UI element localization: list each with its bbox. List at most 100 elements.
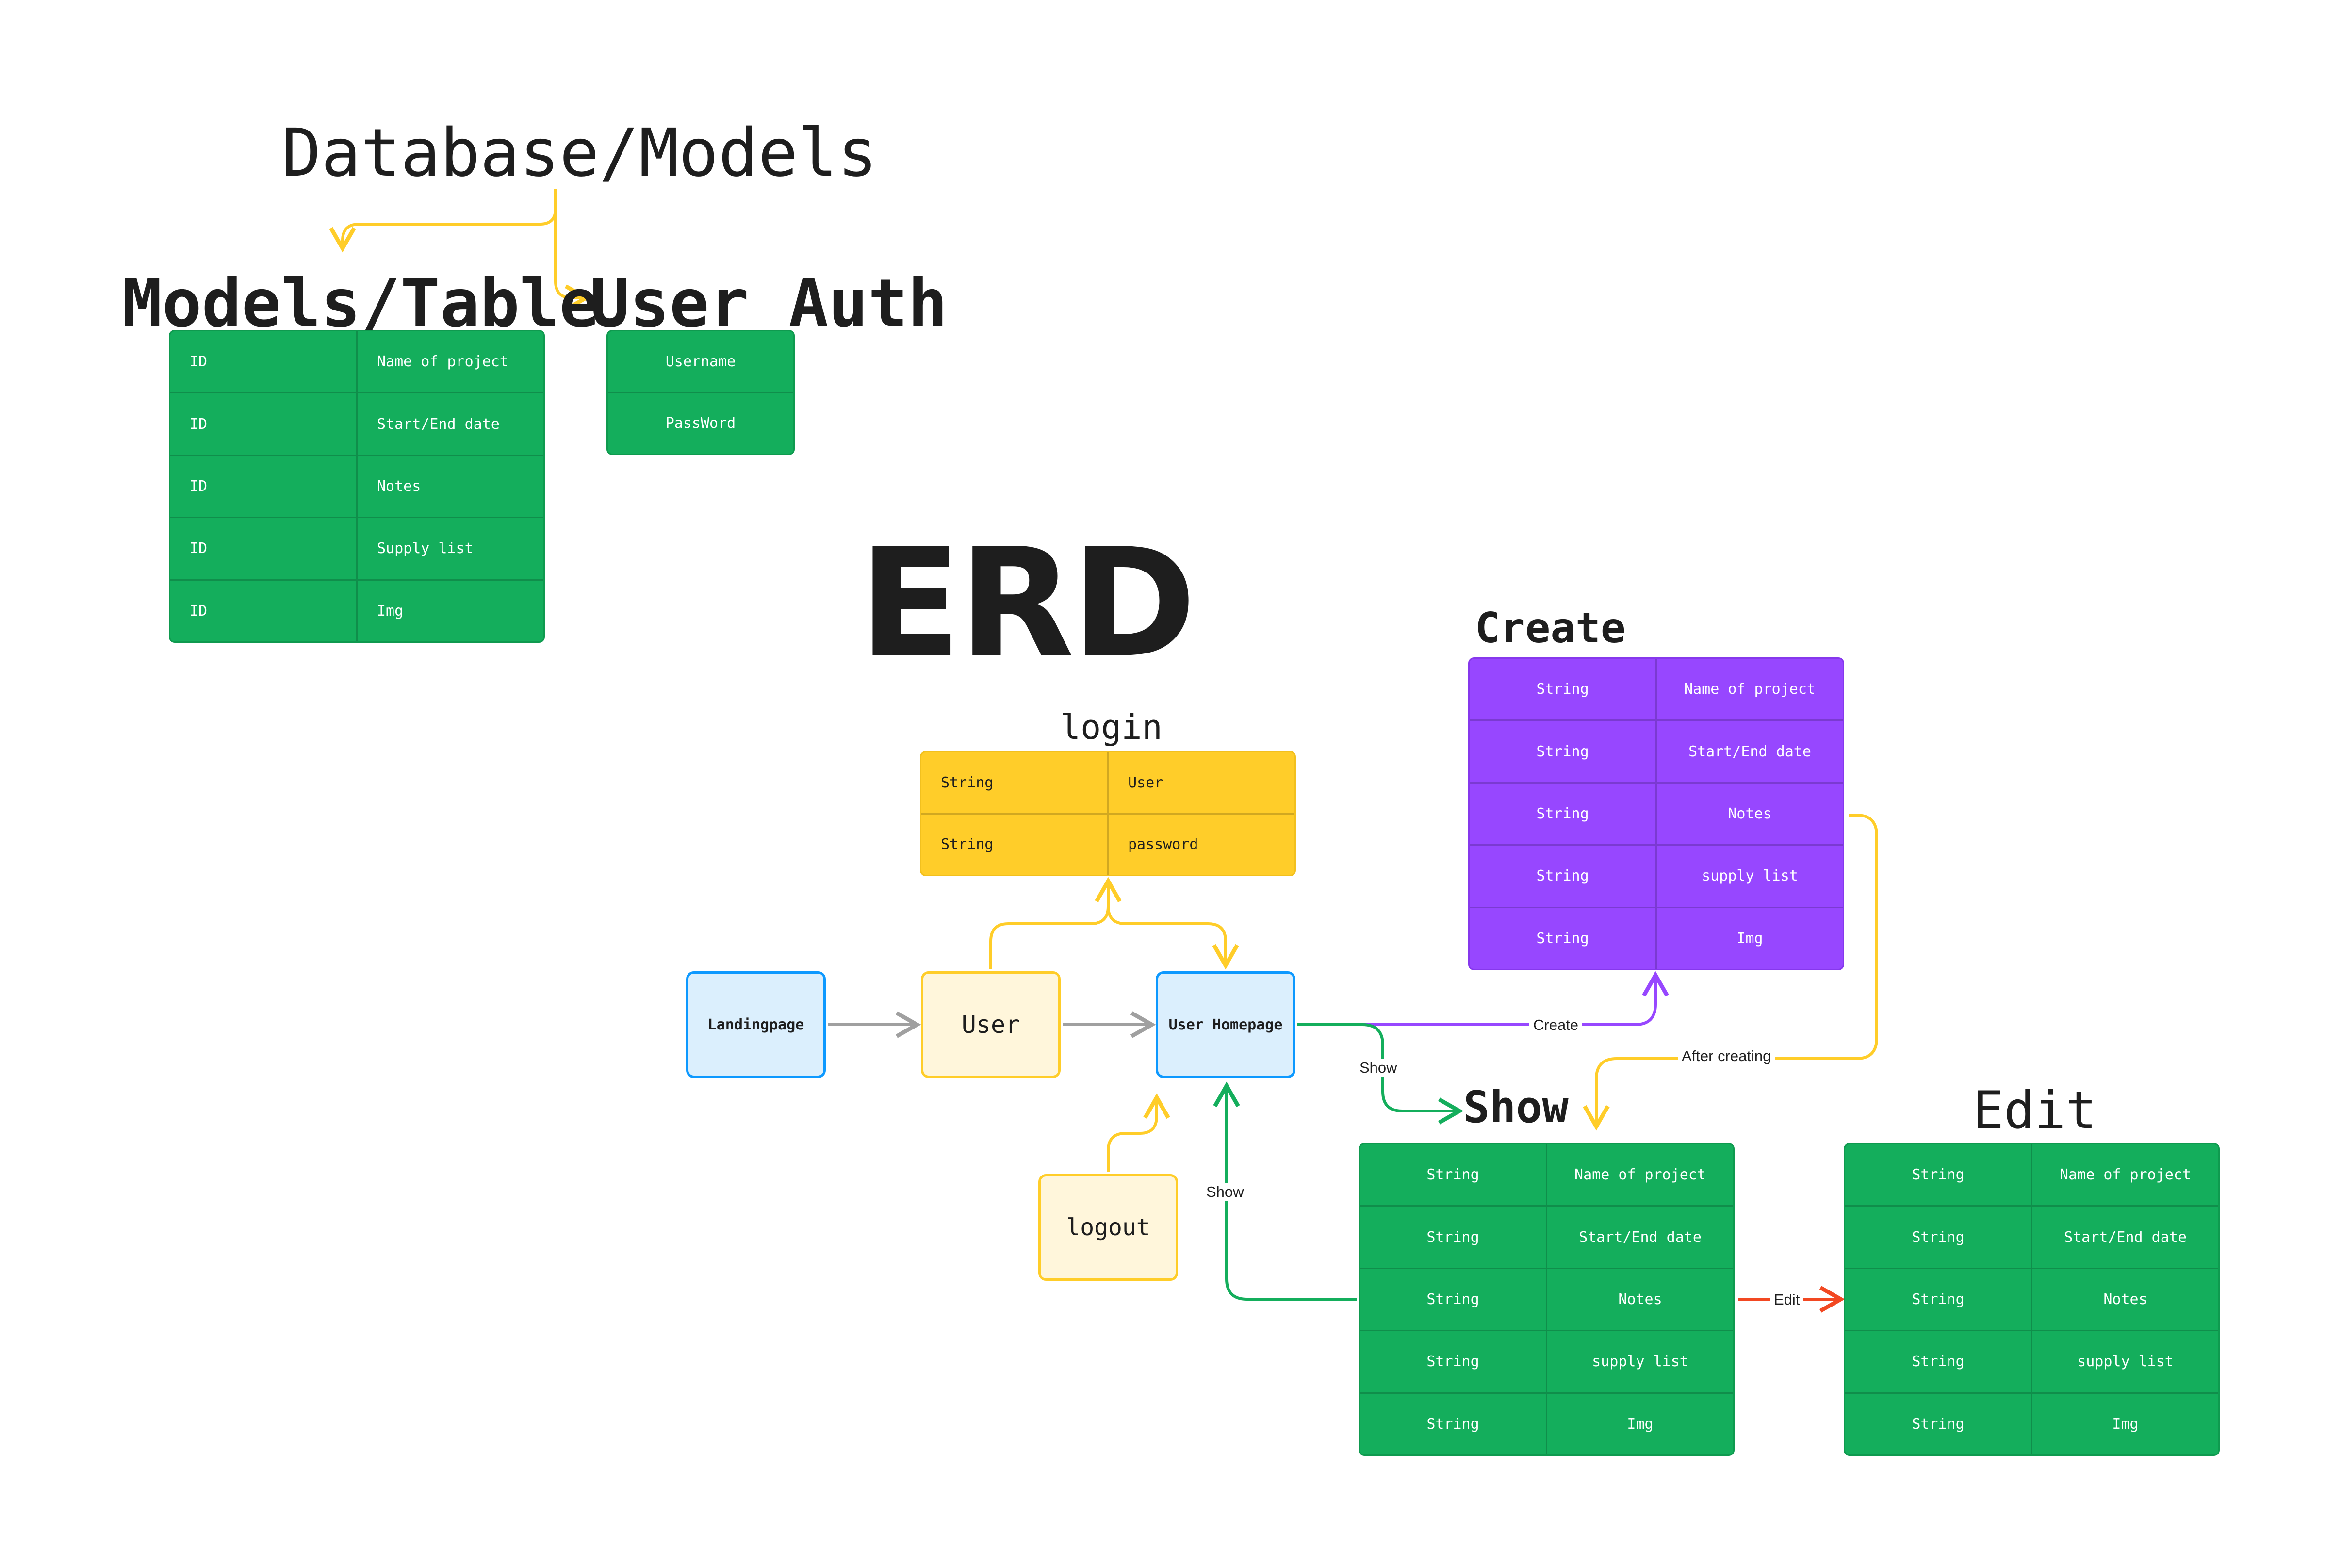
connector-login-to-homepage	[1107, 906, 1239, 970]
title-edit: Edit	[1973, 1080, 2097, 1140]
table-cell-field: Img	[1655, 908, 1843, 969]
table-cell-field: supply list	[1655, 846, 1843, 907]
edge-label-create: Create	[1529, 1016, 1583, 1035]
user-homepage-label: User Homepage	[1168, 1016, 1283, 1033]
title-user-auth: User Auth	[590, 265, 948, 342]
connector-db-to-auth	[554, 209, 590, 311]
table-cell-field: Supply list	[356, 518, 543, 579]
table-cell-field: Notes	[2031, 1269, 2218, 1330]
table-cell-type: String	[1912, 1353, 1965, 1371]
title-login: login	[1060, 707, 1163, 747]
landingpage-label: Landingpage	[707, 1016, 804, 1033]
table-cell-type: String	[941, 774, 994, 791]
edge-label-edit: Edit	[1770, 1290, 1804, 1309]
title-models-table: Models/Table	[122, 265, 599, 342]
user-label: User	[961, 1011, 1020, 1039]
table-cell-type: String	[1536, 743, 1589, 760]
table-row: String supply list	[1470, 844, 1843, 907]
table-cell-field: Name of project	[1655, 659, 1843, 720]
table-cell-field: User	[1107, 752, 1294, 813]
table-cell-type: String	[1426, 1353, 1479, 1371]
connector-homepage-to-create	[1297, 971, 1669, 1026]
user-homepage-node: User Homepage	[1156, 971, 1295, 1078]
table-row: PassWord	[608, 392, 793, 454]
table-cell-field: Start/End date	[1546, 1207, 1733, 1268]
logout-label: logout	[1066, 1214, 1150, 1241]
table-cell-field: Start/End date	[356, 393, 543, 455]
edge-label-show: Show	[1356, 1059, 1401, 1078]
table-row: ID Notes	[170, 454, 543, 517]
table-row: String Name of project	[1470, 659, 1843, 720]
table-cell-field: Notes	[356, 456, 543, 517]
table-cell-field: Name of project	[1546, 1144, 1733, 1206]
table-cell-field: Name of project	[2031, 1144, 2218, 1206]
user-node: User	[921, 971, 1061, 1078]
table-row: String Img	[1360, 1392, 1733, 1454]
table-row: ID Supply list	[170, 517, 543, 579]
table-row: String Notes	[1845, 1267, 2218, 1330]
table-cell-type: String	[941, 836, 994, 853]
table-row: String Img	[1845, 1392, 2218, 1454]
edge-label-after-creating: After creating	[1678, 1047, 1775, 1066]
table-cell-type: String	[1426, 1415, 1479, 1433]
table-cell-type: String	[1912, 1166, 1965, 1184]
table-row: String Start/End date	[1470, 719, 1843, 782]
table-row: String supply list	[1845, 1330, 2218, 1392]
connector-db-to-models	[329, 189, 557, 253]
table-cell-type: ID	[190, 478, 208, 495]
connector-user-to-login	[989, 877, 1122, 969]
table-cell-type: String	[1426, 1228, 1479, 1246]
table-cell-type: String	[1536, 805, 1589, 823]
table-cell-type: String	[1912, 1291, 1965, 1308]
table-cell-type: String	[1426, 1291, 1479, 1308]
table-row: String Name of project	[1360, 1144, 1733, 1206]
table-cell-type: ID	[190, 415, 208, 433]
logout-node: logout	[1038, 1174, 1178, 1281]
table-cell-field: supply list	[1546, 1331, 1733, 1392]
table-row: String Start/End date	[1845, 1205, 2218, 1268]
title-create: Create	[1475, 604, 1626, 653]
table-cell-field: Notes	[1655, 783, 1843, 845]
title-database-models: Database/Models	[281, 115, 878, 192]
table-cell-type: String	[1536, 867, 1589, 885]
table-row: String Img	[1470, 906, 1843, 969]
table-cell-type: ID	[190, 602, 208, 620]
table-cell-field: PassWord	[665, 415, 736, 432]
table-cell-field: Img	[1546, 1393, 1733, 1454]
table-row: String Name of project	[1845, 1144, 2218, 1206]
table-cell-type: String	[1426, 1166, 1479, 1184]
table-cell-field: supply list	[2031, 1331, 2218, 1392]
landingpage-node: Landingpage	[686, 971, 826, 1078]
title-erd: ERD	[859, 516, 1196, 691]
table-row: String supply list	[1360, 1330, 1733, 1392]
table-row: String Notes	[1470, 782, 1843, 845]
table-row: String User	[921, 752, 1294, 813]
table-cell-type: String	[1912, 1415, 1965, 1433]
table-cell-field: Img	[356, 580, 543, 641]
table-row: ID Start/End date	[170, 392, 543, 455]
table-cell-field: Img	[2031, 1393, 2218, 1454]
table-row: ID Name of project	[170, 331, 543, 392]
table-row: ID Img	[170, 579, 543, 641]
table-row: Username	[608, 331, 793, 392]
table-cell-field: password	[1107, 814, 1294, 875]
table-cell-type: ID	[190, 540, 208, 557]
table-cell-field: Name of project	[356, 331, 543, 392]
table-row: String password	[921, 813, 1294, 875]
connector-logout-to-homepage	[1107, 1093, 1170, 1172]
edge-label-show-back: Show	[1202, 1183, 1248, 1202]
table-cell-type: ID	[190, 353, 208, 371]
table-cell-field: Start/End date	[1655, 721, 1843, 782]
title-show: Show	[1463, 1082, 1569, 1133]
table-cell-type: String	[1912, 1228, 1965, 1246]
table-cell-type: String	[1536, 681, 1589, 698]
table-cell-field: Username	[665, 353, 736, 370]
table-cell-field: Notes	[1546, 1269, 1733, 1330]
table-cell-field: Start/End date	[2031, 1207, 2218, 1268]
table-cell-type: String	[1536, 930, 1589, 947]
